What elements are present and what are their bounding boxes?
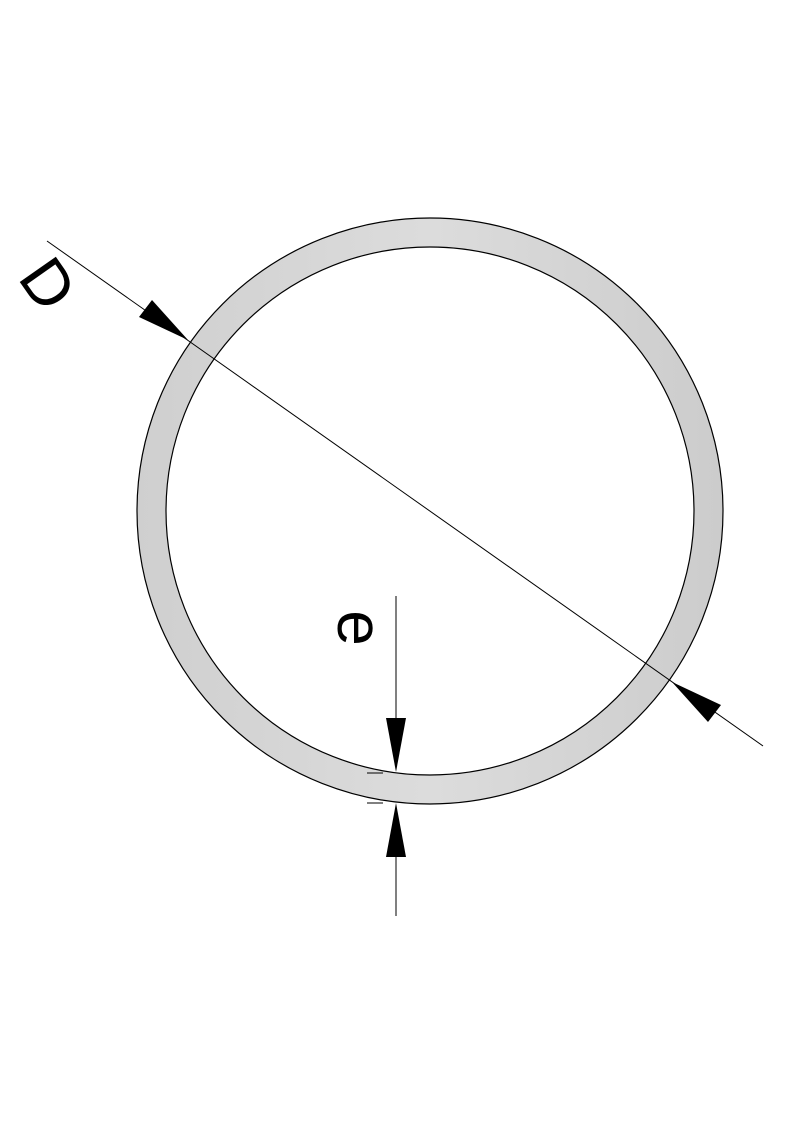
thickness-arrow-top [386,718,406,772]
outer-circle [136,217,724,805]
inner-circle [165,246,695,776]
thickness-label: e [324,610,396,646]
thickness-arrow-bottom [386,803,406,857]
diameter-label: D [5,244,90,323]
diameter-arrow-lower-right [672,682,721,722]
diameter-arrow-upper-left [139,300,188,340]
